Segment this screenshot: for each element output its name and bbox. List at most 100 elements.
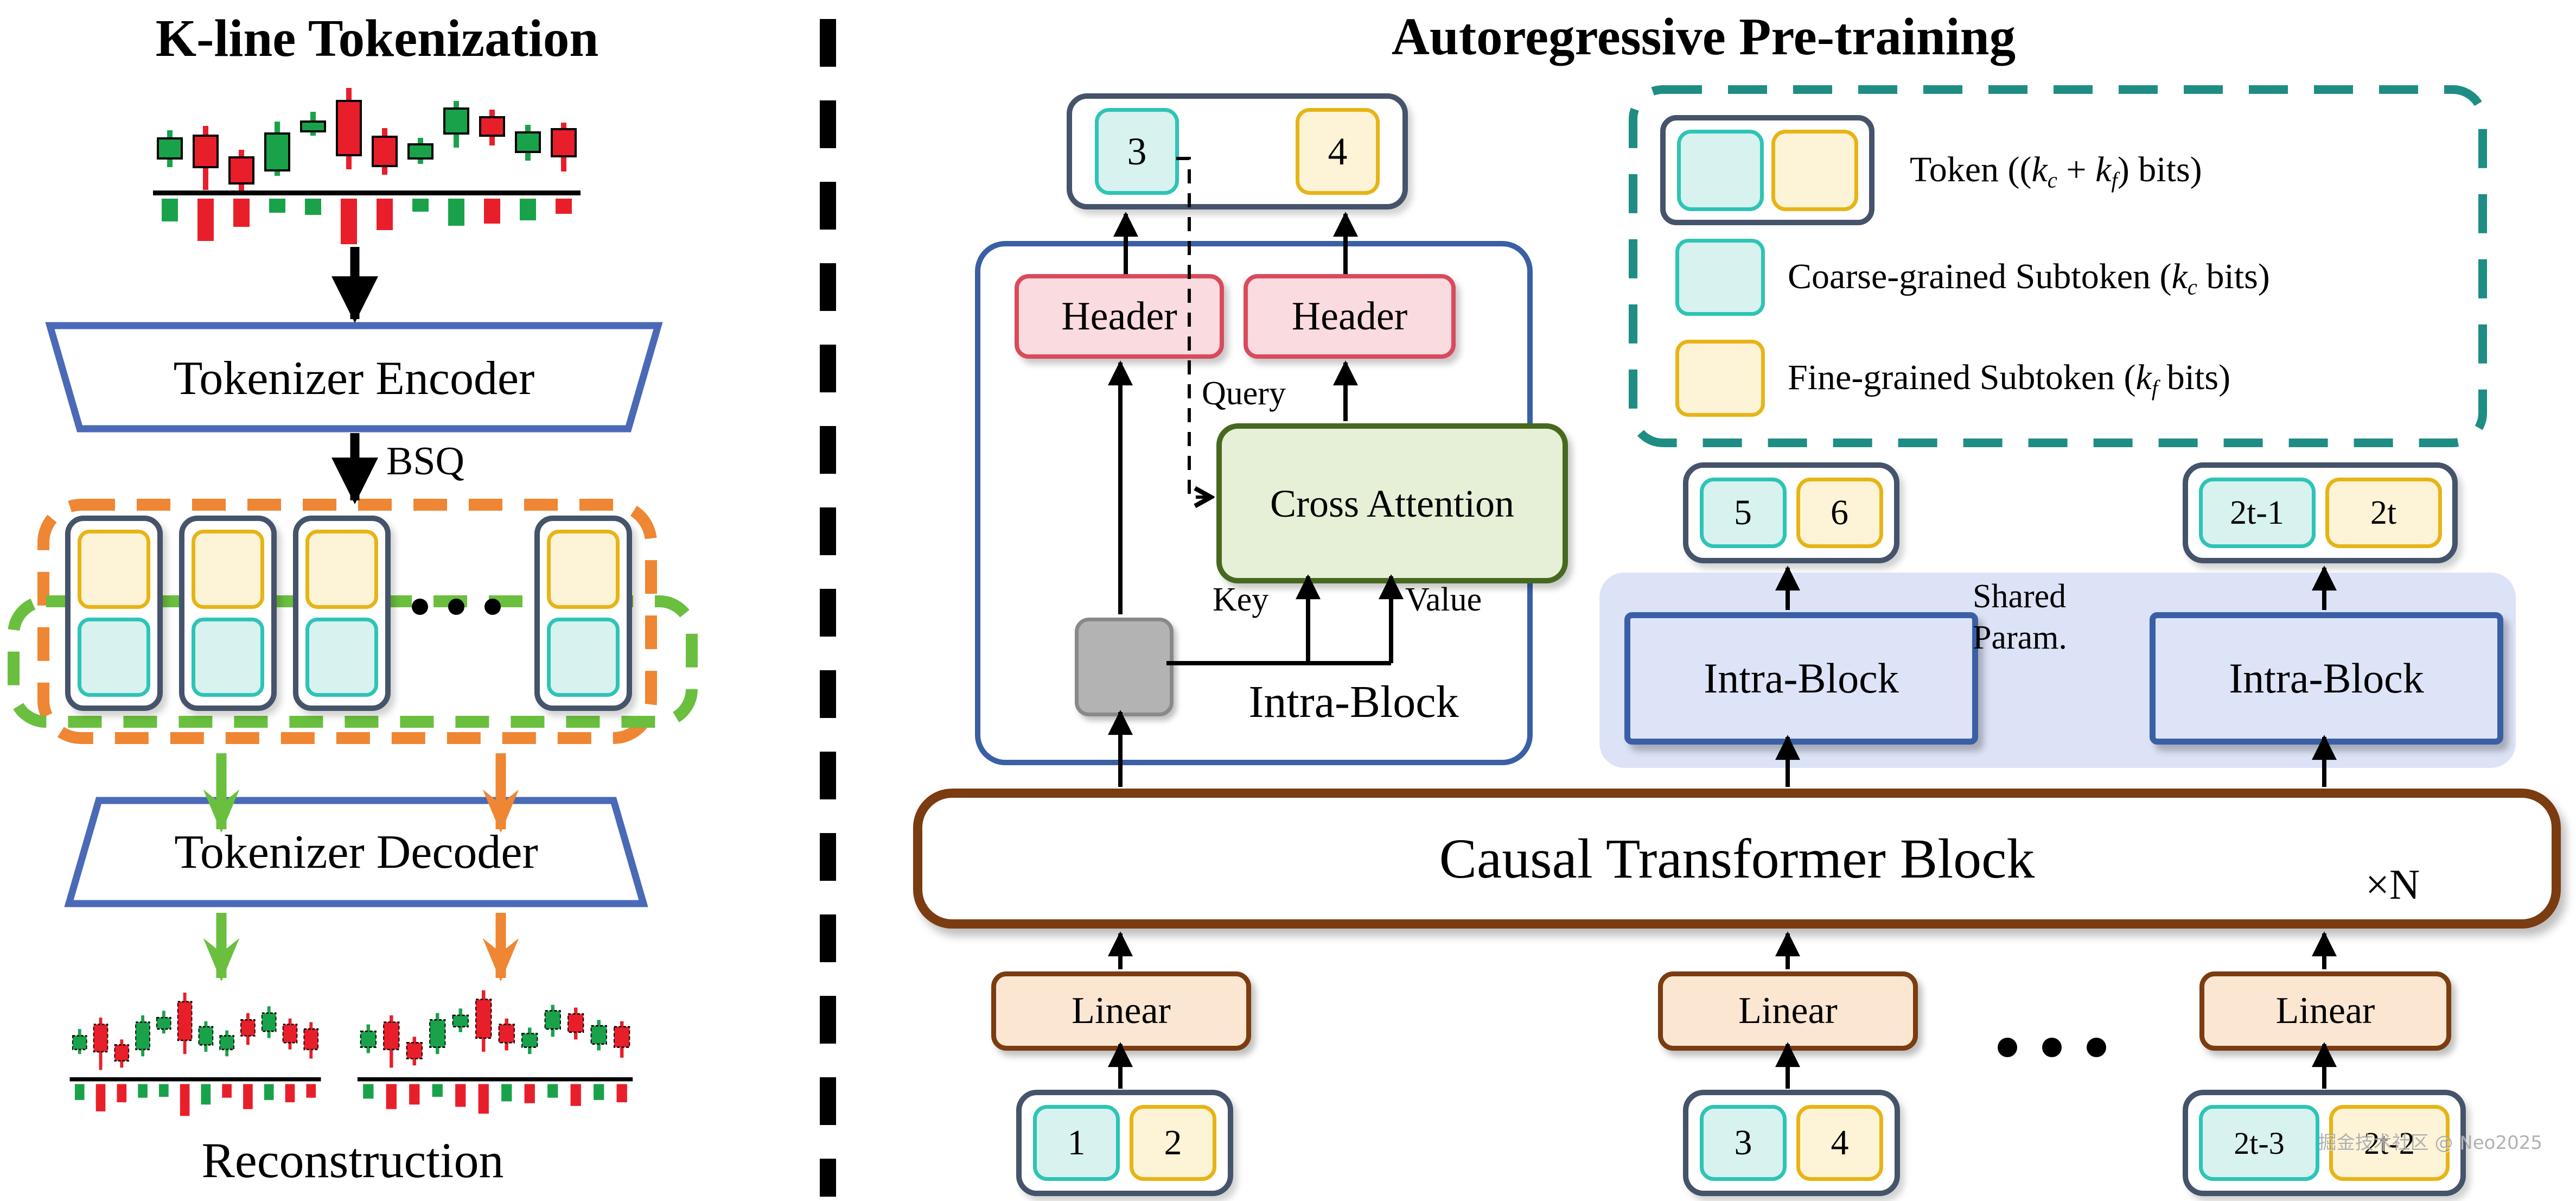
candle-body bbox=[93, 1024, 109, 1053]
bottom-row-ellipsis bbox=[1998, 1038, 2106, 1057]
reconstruction-chart-right bbox=[357, 990, 633, 1114]
right-panel-title: Autoregressive Pre-training bbox=[1391, 8, 2016, 66]
volume-bar bbox=[138, 1084, 148, 1098]
candle-body bbox=[193, 135, 219, 168]
volume-bar bbox=[432, 1084, 443, 1097]
candle-body bbox=[479, 116, 505, 137]
candle-body bbox=[521, 1033, 538, 1048]
header-box-fine: Header bbox=[1244, 274, 1456, 359]
reconstruction-label: Reconstruction bbox=[201, 1133, 504, 1188]
left-panel-title: K-line Tokenization bbox=[155, 9, 599, 67]
volume-bar bbox=[306, 1084, 316, 1098]
fine-subtoken-2: 2 bbox=[1130, 1105, 1216, 1181]
left-token-ellipsis bbox=[412, 599, 501, 615]
volume-bar bbox=[264, 1084, 274, 1100]
legend-token-label: Token ((kc + kf) bits) bbox=[1910, 150, 2202, 193]
token-pair bbox=[534, 516, 632, 711]
token-pair-1-2: 1 2 bbox=[1016, 1090, 1233, 1196]
token-pair-5-6: 5 6 bbox=[1683, 462, 1899, 563]
candle-body bbox=[475, 999, 492, 1039]
volume-bar bbox=[520, 199, 536, 220]
volume-bar bbox=[547, 1084, 558, 1098]
fine-subtoken-6: 6 bbox=[1796, 478, 1883, 548]
coarse-subtoken-1: 1 bbox=[1033, 1105, 1120, 1181]
candle-body bbox=[406, 1041, 423, 1059]
value-label: Value bbox=[1405, 581, 1482, 618]
candle-body bbox=[157, 137, 183, 160]
watermark: 掘金技术社区 @ Neo2025 bbox=[2318, 1132, 2542, 1154]
candle-body bbox=[614, 1026, 630, 1048]
legend-coarse-sub-icon bbox=[1676, 129, 1764, 211]
repeat-n-label: ×N bbox=[2365, 861, 2420, 908]
volume-bar bbox=[95, 1084, 106, 1111]
linear-box-3: Linear bbox=[2199, 971, 2451, 1051]
candle-body bbox=[429, 1019, 446, 1048]
token-pair-2t1-2t: 2t-1 2t bbox=[2183, 462, 2458, 563]
candle-body bbox=[300, 120, 326, 132]
candle-body bbox=[240, 1019, 256, 1037]
volume-bar bbox=[594, 1084, 604, 1100]
hidden-state-box bbox=[1075, 618, 1174, 716]
reconstruction-chart-left bbox=[69, 992, 321, 1116]
candle-body bbox=[498, 1024, 515, 1044]
intra-block-detail-label: Intra-Block bbox=[1248, 677, 1459, 727]
volume-bar bbox=[117, 1084, 127, 1103]
chart-baseline bbox=[357, 1077, 633, 1082]
fine-subtoken-box bbox=[192, 530, 264, 609]
tokenizer-encoder-label: Tokenizer Encoder bbox=[173, 352, 535, 405]
shared-param-label: Shared Param. bbox=[1973, 576, 2135, 658]
fine-subtoken-2t-2: 2t-2 bbox=[2329, 1105, 2450, 1181]
token-pair bbox=[65, 516, 163, 711]
candle-body bbox=[264, 132, 290, 171]
candle-body bbox=[156, 1016, 171, 1030]
legend-coarse-icon bbox=[1675, 239, 1765, 316]
linear-box-2: Linear bbox=[1658, 971, 1918, 1051]
legend-fine-icon bbox=[1675, 340, 1765, 417]
header-box-coarse: Header bbox=[1015, 274, 1224, 359]
candle-body bbox=[590, 1025, 607, 1045]
volume-bar bbox=[363, 1084, 374, 1099]
volume-bar bbox=[556, 199, 572, 214]
fine-subtoken-2t: 2t bbox=[2325, 478, 2442, 548]
volume-bar bbox=[222, 1084, 232, 1098]
causal-transformer-block bbox=[913, 789, 2561, 929]
volume-bar bbox=[285, 1084, 295, 1103]
coarse-subtoken-box bbox=[547, 618, 620, 697]
output-token-pair: 3 4 bbox=[1067, 93, 1408, 209]
coarse-subtoken-3: 3 bbox=[1095, 108, 1179, 195]
causal-transformer-label: Causal Transformer Block bbox=[1439, 827, 2035, 890]
intra-block-right: Intra-Block bbox=[2150, 612, 2503, 745]
intra-block-left: Intra-Block bbox=[1624, 612, 1978, 745]
volume-bar bbox=[448, 199, 464, 226]
shared-param-line2: Param. bbox=[1973, 619, 2067, 656]
volume-bar bbox=[201, 1084, 211, 1105]
query-label: Query bbox=[1202, 375, 1286, 412]
volume-bar bbox=[197, 199, 214, 241]
volume-bar bbox=[501, 1084, 512, 1102]
candle-body bbox=[515, 131, 541, 153]
volume-bar bbox=[484, 199, 500, 224]
coarse-subtoken-box bbox=[305, 618, 378, 697]
tokenizer-decoder-label: Tokenizer Decoder bbox=[174, 825, 538, 879]
legend-coarse-label: Coarse-grained Subtoken (kc bits) bbox=[1788, 257, 2270, 300]
volume-bar bbox=[305, 199, 321, 215]
legend-token-icon bbox=[1660, 115, 1874, 225]
key-label: Key bbox=[1213, 581, 1269, 618]
fine-subtoken-4: 4 bbox=[1296, 108, 1380, 195]
candle-body bbox=[372, 136, 398, 167]
token-pair-2t3-2t2: 2t-3 2t-2 bbox=[2183, 1090, 2466, 1196]
candle-body bbox=[568, 1013, 584, 1033]
volume-bar bbox=[412, 199, 429, 212]
candle-body bbox=[228, 156, 254, 185]
volume-bar bbox=[159, 1084, 169, 1097]
volume-bar bbox=[162, 199, 178, 221]
volume-bar bbox=[74, 1084, 85, 1100]
candle-body bbox=[219, 1035, 234, 1051]
volume-bar bbox=[269, 199, 285, 213]
legend-fine-sub-icon bbox=[1771, 129, 1858, 211]
candle-body bbox=[360, 1031, 377, 1048]
candle-body bbox=[407, 143, 433, 160]
linear-box-1: Linear bbox=[991, 971, 1251, 1051]
volume-bar bbox=[616, 1084, 627, 1103]
